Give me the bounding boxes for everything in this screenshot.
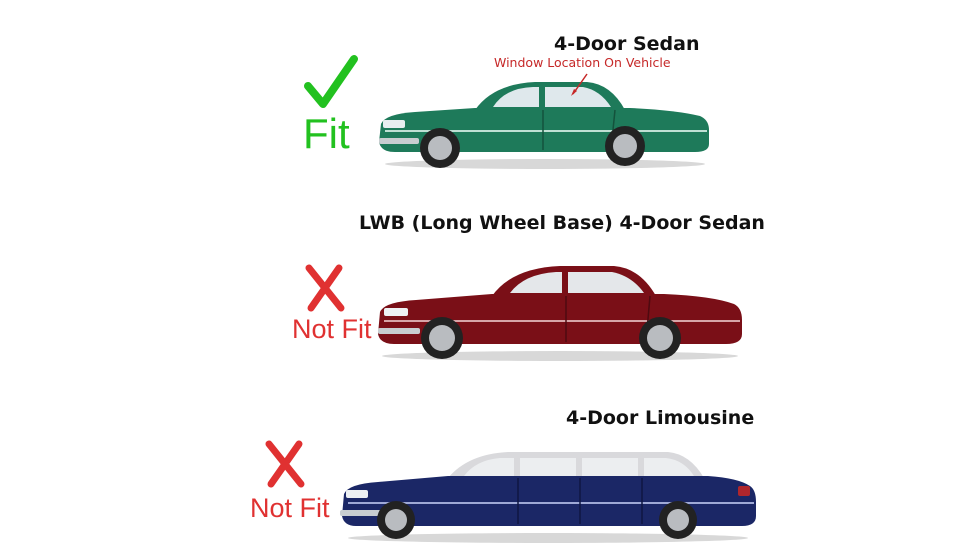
not-fit-status-lwb: Not Fit (292, 314, 372, 344)
limousine-car-image (340, 452, 756, 543)
not-fit-status-limousine: Not Fit (250, 493, 330, 523)
fit-status: Fit (303, 110, 350, 157)
sedan-title: 4-Door Sedan (554, 33, 700, 55)
window-location-annotation: Window Location On Vehicle (494, 55, 671, 70)
cross-icon (265, 440, 305, 488)
sedan-car-image (379, 73, 709, 169)
check-icon (304, 55, 358, 108)
lwb-sedan-title: LWB (Long Wheel Base) 4-Door Sedan (359, 212, 765, 234)
limousine-title: 4-Door Limousine (566, 407, 755, 429)
lwb-sedan-car-image (378, 266, 742, 361)
cross-icon (305, 264, 345, 312)
